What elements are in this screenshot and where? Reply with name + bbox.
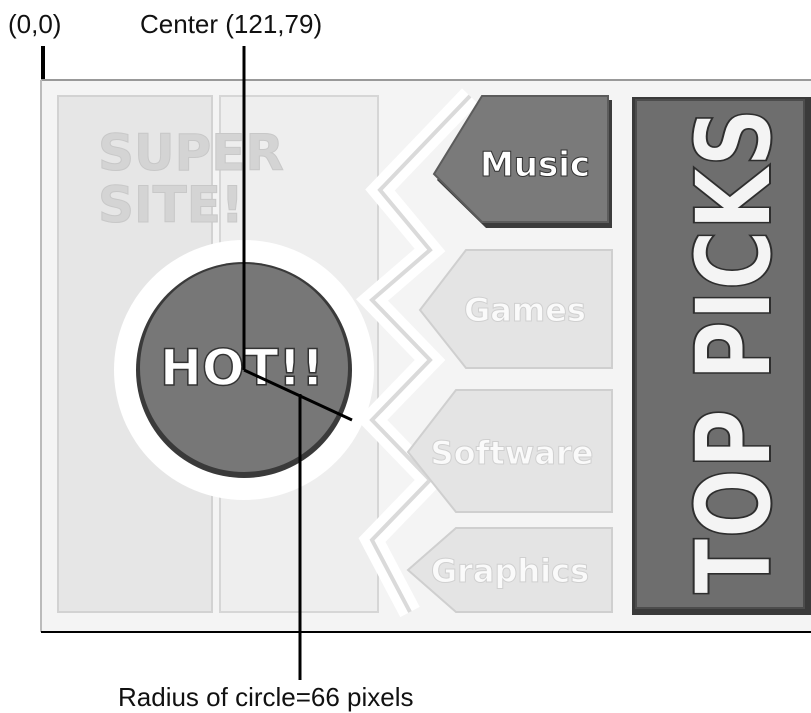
origin-tick (41, 46, 45, 80)
center-label: Center (121,79) (140, 9, 322, 39)
top-picks-label: TOP PICKS (673, 108, 795, 594)
menu-label-software: Software (431, 434, 594, 472)
brand-text-line1: SUPER (98, 124, 284, 182)
menu-label-music: Music (480, 145, 590, 185)
banner-image: SUPER SITE! Music Games Software Graphic… (41, 80, 811, 632)
origin-label: (0,0) (8, 9, 61, 39)
hot-label: HOT!! (160, 339, 324, 397)
menu-label-graphics: Graphics (431, 552, 589, 590)
brand-text-line2: SITE! (98, 176, 244, 234)
top-picks-panel[interactable]: TOP PICKS (632, 97, 811, 615)
radius-label: Radius of circle=66 pixels (118, 682, 414, 712)
menu-label-games: Games (464, 291, 586, 329)
